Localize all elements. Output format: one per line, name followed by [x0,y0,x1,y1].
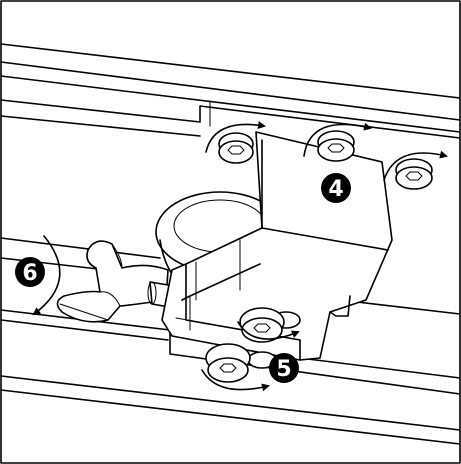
rotate-arrow-icon [237,321,300,340]
rotate-arrow-icon [303,122,372,157]
rotate-arrow-icon [383,150,448,181]
hex-socket-screw-icon [395,158,433,190]
hex-socket-screw-icon [218,132,254,164]
rotate-arrow-icon [205,121,266,153]
step-number-6: 6 [22,261,37,286]
lower-rail [0,237,461,445]
step-badge-5: 5 [269,353,299,383]
step-number-4: 4 [328,177,343,202]
step-number-5: 5 [276,357,291,382]
hex-socket-screw-icon [205,343,277,383]
hex-socket-screw-icon [317,130,355,162]
upper-rail [0,43,461,139]
step-badge-6: 6 [15,257,45,287]
step-badge-4: 4 [321,173,351,203]
rotate-arrow-icon [32,235,61,316]
rotate-arrow-icon [201,369,270,392]
